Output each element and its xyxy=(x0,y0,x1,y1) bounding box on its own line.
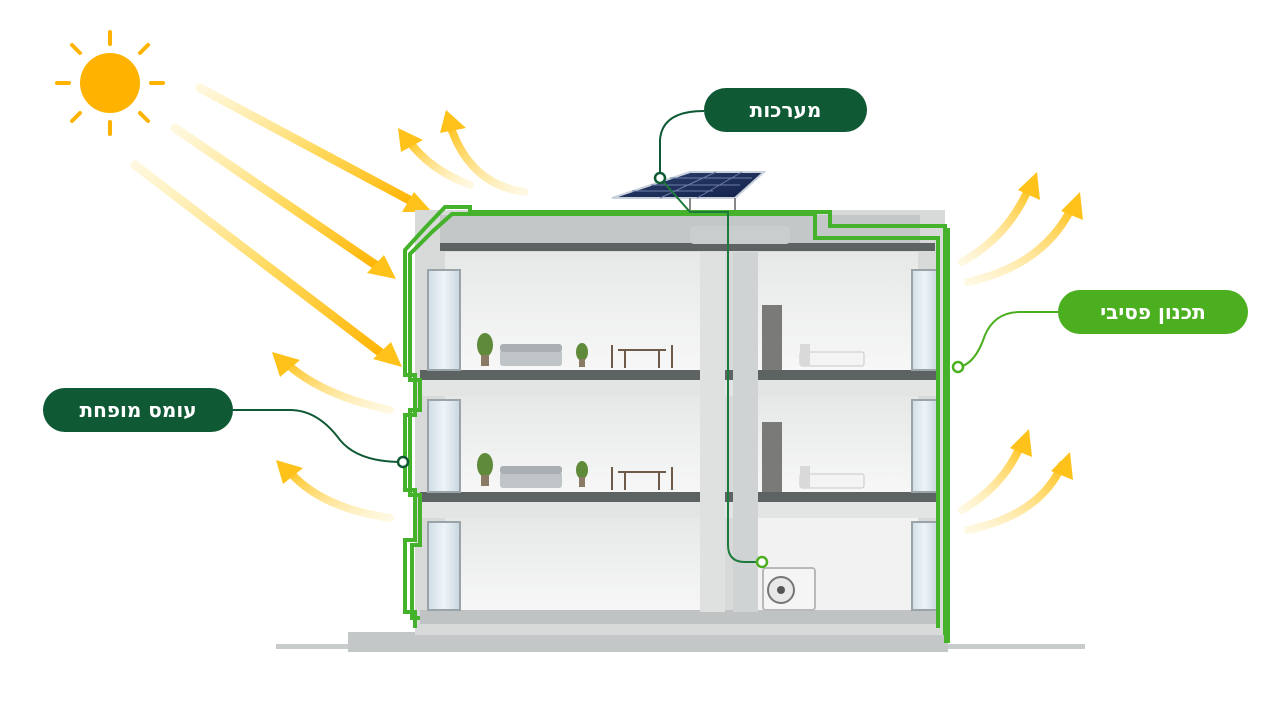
door-icon xyxy=(762,305,782,492)
callout-connectors xyxy=(233,110,1058,463)
left-wall-heat-arrows xyxy=(281,358,394,522)
sun-icon xyxy=(55,30,165,136)
right-wall-heat-arrows xyxy=(958,181,1077,534)
envelope-right-wall xyxy=(944,228,950,643)
building-section xyxy=(415,210,945,635)
incoming-sun-rays xyxy=(130,83,420,361)
solar-panel-icon xyxy=(611,171,767,210)
roof-heat-arrows xyxy=(404,121,529,196)
callout-dots xyxy=(396,171,965,569)
ground xyxy=(276,632,1085,652)
systems-pipe xyxy=(659,177,762,563)
reduced-thermal-load-label: עומס מופחת xyxy=(43,388,233,432)
systems-label: מערכות xyxy=(704,88,867,132)
plant-icon xyxy=(477,333,588,487)
heat-pump-icon xyxy=(762,567,816,611)
sofa-icon xyxy=(500,344,562,488)
passive-design-label: תכנון פסיבי xyxy=(1058,290,1248,334)
dining-table-icon xyxy=(611,345,673,490)
incoming-ray-heads xyxy=(367,192,432,367)
green-envelope xyxy=(403,205,947,635)
bed-icon xyxy=(799,344,865,489)
